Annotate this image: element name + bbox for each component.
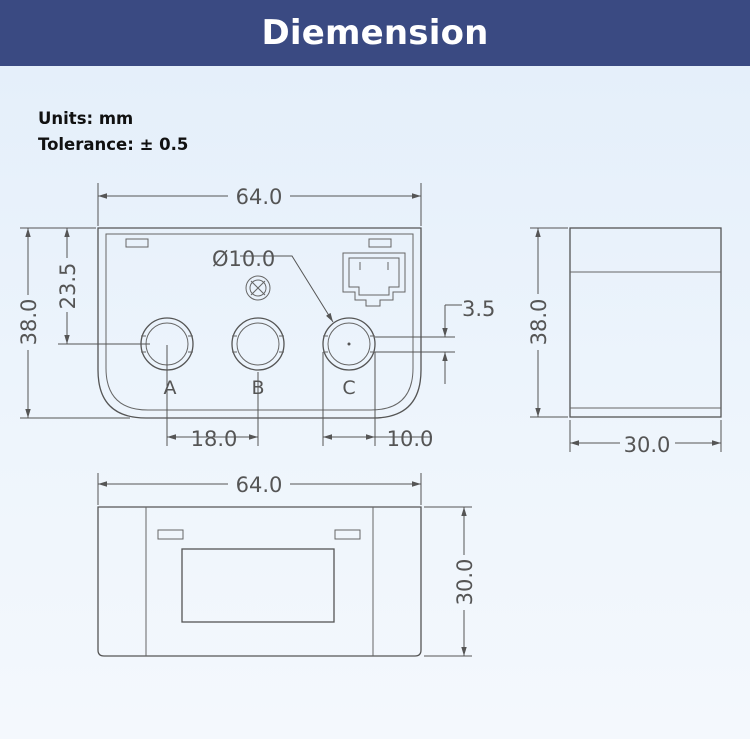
hole-height-label: 23.5	[56, 263, 80, 310]
top-window	[181, 548, 335, 623]
page-title: Diemension	[261, 13, 489, 53]
port-label-a: A	[164, 377, 177, 399]
led-icon	[245, 275, 271, 301]
front-width-label: 64.0	[236, 185, 283, 209]
top-view: 64.0 30.0	[97, 473, 477, 657]
hole-b	[231, 317, 285, 371]
top-width-label: 64.0	[236, 473, 283, 497]
units-note: Units: mm	[38, 109, 134, 128]
front-outline	[97, 227, 422, 419]
top-outline	[97, 506, 422, 657]
side-depth-label: 30.0	[624, 433, 671, 457]
tolerance-note: Tolerance: ± 0.5	[38, 135, 189, 154]
side-view: 38.0 30.0	[527, 227, 722, 457]
port-label-c: C	[342, 377, 355, 399]
front-slot-right	[368, 238, 392, 248]
top-slot-left	[157, 529, 184, 540]
front-slot-left	[125, 238, 149, 248]
hole-c	[322, 317, 376, 371]
hole-diameter-label: Ø10.0	[212, 247, 275, 271]
front-inner-outline	[105, 233, 414, 411]
edge-distance-label: 10.0	[387, 427, 434, 451]
front-view: A B C 64.0 38.0 23.5 Ø10.0	[17, 183, 495, 451]
front-height-label: 38.0	[17, 299, 41, 346]
side-height-label: 38.0	[527, 299, 551, 346]
header-bar: Diemension	[0, 0, 750, 66]
spec-notes: Units: mm Tolerance: ± 0.5	[38, 106, 188, 158]
offset-label: 3.5	[462, 297, 495, 321]
hole-spacing-label: 18.0	[191, 427, 238, 451]
top-depth-label: 30.0	[453, 559, 477, 606]
connector-jack	[342, 252, 406, 307]
side-outline	[569, 227, 722, 418]
top-slot-right	[334, 529, 361, 540]
